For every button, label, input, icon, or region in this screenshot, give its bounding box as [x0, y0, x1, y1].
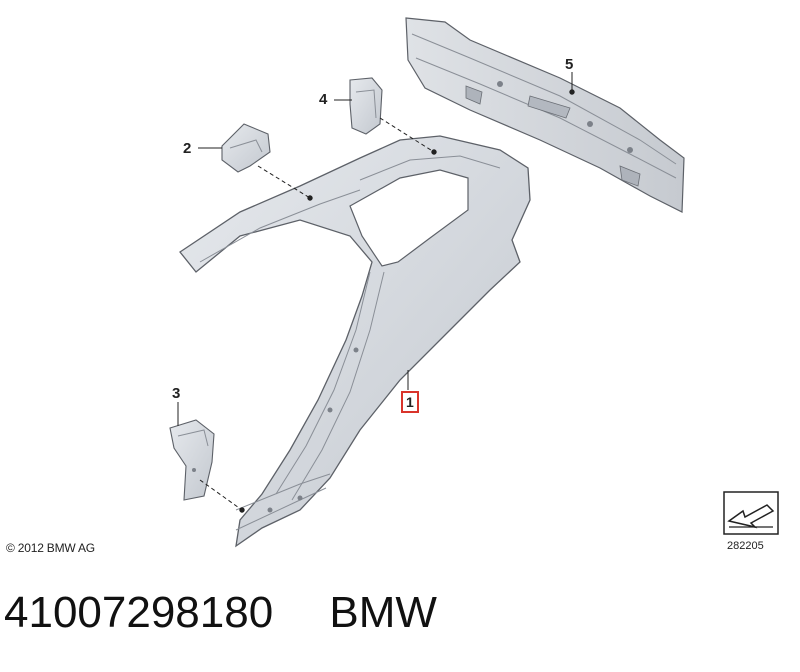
- reference-number: 282205: [727, 540, 764, 552]
- side-panel-part-1: [179, 135, 531, 548]
- exploded-parts-diagram: [169, 17, 685, 548]
- part-footer: 41007298180 BMW: [4, 588, 437, 638]
- leader-lines: [177, 72, 575, 513]
- callout-2: 2: [183, 140, 192, 157]
- part-number: 41007298180: [4, 588, 274, 637]
- arrow-reference-icon: [723, 491, 779, 535]
- brand-name: BMW: [329, 588, 437, 637]
- callout-5: 5: [565, 56, 574, 73]
- bracket-part-2: [221, 123, 271, 173]
- callout-3: 3: [172, 385, 181, 402]
- copyright-notice: © 2012 BMW AG: [6, 541, 95, 555]
- rear-panel-part-5: [405, 17, 685, 213]
- bracket-part-3: [169, 419, 215, 501]
- callout-1: 1: [401, 391, 419, 413]
- callout-4: 4: [319, 91, 328, 108]
- bracket-part-4: [349, 77, 383, 135]
